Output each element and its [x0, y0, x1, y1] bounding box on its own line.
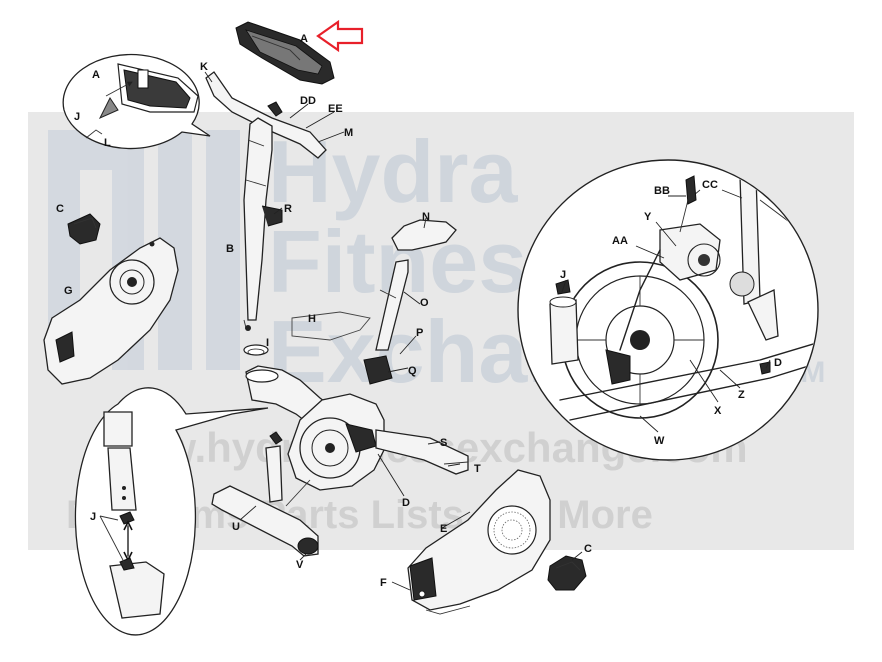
highlight-arrow — [316, 19, 364, 53]
part-h-outline — [291, 311, 371, 341]
label-t: T — [474, 463, 481, 475]
side-cover-right-part-e — [407, 469, 551, 615]
inset-post-connection — [74, 387, 269, 636]
label-v: V — [296, 559, 304, 571]
label-m: M — [344, 127, 353, 139]
pedal-right-part-c — [547, 555, 587, 591]
label-g: G — [64, 285, 73, 297]
label-w: W — [654, 435, 665, 447]
main-frame — [211, 219, 469, 557]
label-i: I — [266, 337, 269, 349]
label-u: U — [232, 521, 240, 533]
inset-console-mount — [62, 53, 211, 150]
label-j-inset: J — [74, 111, 80, 123]
label-d-right: D — [774, 357, 782, 369]
leader-lines — [204, 71, 771, 591]
label-aa: AA — [612, 235, 628, 247]
label-l: L — [104, 137, 111, 149]
label-ee: EE — [328, 103, 343, 115]
label-p: P — [416, 327, 423, 339]
side-cover-left-part-g — [43, 237, 179, 385]
label-bb: BB — [654, 185, 670, 197]
label-o: O — [420, 297, 429, 309]
label-a-top: A — [300, 33, 308, 45]
label-c-left: C — [56, 203, 64, 215]
label-d-center: D — [402, 497, 410, 509]
label-z: Z — [738, 389, 745, 401]
handlebar-post-b — [205, 71, 327, 331]
pedal-left-part-c — [67, 213, 101, 245]
label-k: K — [200, 61, 208, 73]
label-h: H — [308, 313, 316, 325]
console-part-a — [235, 21, 335, 85]
label-s: S — [440, 437, 447, 449]
label-y: Y — [644, 211, 652, 223]
callout-labels: A A K DD EE M J L C R B G N O H I P Q S … — [56, 33, 782, 589]
label-dd: DD — [300, 95, 316, 107]
label-j-bottom: J — [90, 511, 96, 523]
inset-flywheel-detail — [517, 159, 819, 461]
label-f: F — [380, 577, 387, 589]
label-n: N — [422, 211, 430, 223]
label-j-right: J — [560, 269, 566, 281]
bushing-part-i — [243, 344, 269, 356]
label-q: Q — [408, 365, 417, 377]
label-e: E — [440, 523, 447, 535]
label-c-right: C — [584, 543, 592, 555]
label-b: B — [226, 243, 234, 255]
label-r: R — [284, 203, 292, 215]
label-cc: CC — [702, 179, 718, 191]
label-a-inset: A — [92, 69, 100, 81]
label-x: X — [714, 405, 722, 417]
